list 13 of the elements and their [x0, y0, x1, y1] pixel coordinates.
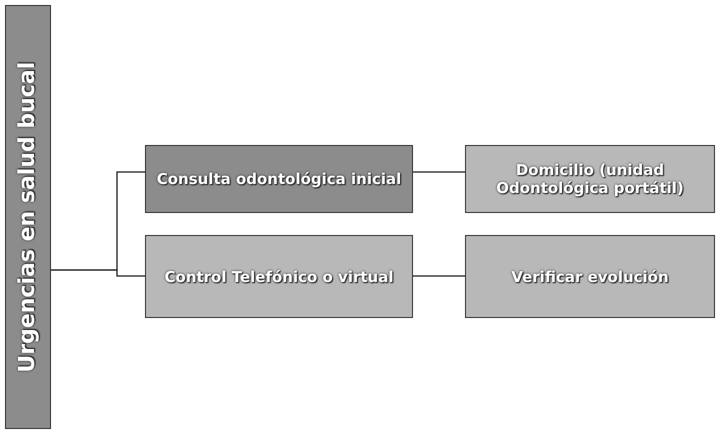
title-text: Urgencias en salud bucal [14, 62, 41, 372]
connector-line [413, 171, 465, 173]
box-text: Control Telefónico o virtual [164, 268, 394, 286]
connector-line [413, 275, 465, 277]
process-box [465, 145, 715, 213]
process-box [145, 235, 413, 318]
title-bar [5, 5, 51, 429]
process-box [145, 145, 413, 213]
process-box [465, 235, 715, 318]
box-text: Consulta odontológica inicial [156, 170, 402, 188]
connector-line [51, 269, 145, 277]
box-text: Domicilio (unidad Odontológica portátil) [495, 161, 685, 197]
box-text: Verificar evolución [511, 268, 669, 286]
